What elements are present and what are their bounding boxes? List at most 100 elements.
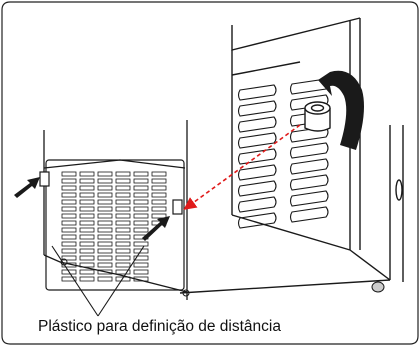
- vent-slot: [289, 142, 329, 159]
- vent-slot: [115, 199, 131, 205]
- vent-slot: [151, 199, 167, 205]
- caption: Plástico para definição de distância: [38, 318, 281, 335]
- vent-slot: [97, 171, 113, 177]
- vent-slot: [79, 248, 95, 254]
- vent-slot: [97, 276, 113, 282]
- vent-slot: [79, 213, 95, 219]
- vent-slot: [79, 276, 95, 282]
- vent-slot: [61, 213, 77, 219]
- vent-slot: [97, 178, 113, 184]
- curved-rotate-arrow-icon: [318, 70, 364, 150]
- vent-slot: [151, 192, 167, 198]
- vent-slot: [115, 185, 131, 191]
- vent-slot: [115, 206, 131, 212]
- vent-slot: [151, 213, 167, 219]
- vent-slot: [133, 255, 149, 261]
- vent-slot: [79, 241, 95, 247]
- dashed-guide-line: [183, 124, 301, 210]
- right-vent-grille: [237, 78, 329, 229]
- vent-slot: [61, 276, 77, 282]
- pointer-arrow-icon: [142, 216, 170, 241]
- vent-slot: [79, 185, 95, 191]
- vent-slot: [237, 164, 277, 181]
- vent-slot: [79, 234, 95, 240]
- vent-slot: [115, 255, 131, 261]
- vent-slot: [133, 248, 149, 254]
- vent-slot: [151, 178, 167, 184]
- vent-slot: [133, 178, 149, 184]
- right-foot: [371, 281, 385, 293]
- vent-slot: [289, 206, 329, 223]
- vent-slot: [115, 248, 131, 254]
- vent-slot: [61, 227, 77, 233]
- vent-slot: [97, 206, 113, 212]
- vent-slot: [115, 262, 131, 268]
- vent-slot: [79, 262, 95, 268]
- pointer-arrow-icon: [14, 177, 40, 198]
- vent-slot: [237, 148, 277, 165]
- vent-slot: [97, 248, 113, 254]
- vent-slot: [237, 116, 277, 133]
- vent-slot: [115, 178, 131, 184]
- vent-slot: [79, 206, 95, 212]
- vent-slot: [133, 199, 149, 205]
- callout-lines: [51, 245, 145, 317]
- vent-slot: [79, 255, 95, 261]
- vent-slot: [133, 227, 149, 233]
- vent-slot: [97, 199, 113, 205]
- vent-slot: [133, 192, 149, 198]
- vent-slot: [61, 185, 77, 191]
- vent-slot: [79, 178, 95, 184]
- spacer-plastic-right: [172, 199, 183, 215]
- vent-slot: [61, 171, 77, 177]
- vent-slot: [97, 241, 113, 247]
- vent-slot: [115, 269, 131, 275]
- vent-slot: [79, 220, 95, 226]
- vent-slot: [97, 185, 113, 191]
- vent-slot: [97, 220, 113, 226]
- vent-slot: [133, 269, 149, 275]
- vent-slot: [133, 276, 149, 282]
- right-unit: [179, 17, 404, 294]
- vent-slot: [151, 206, 167, 212]
- vent-slot: [115, 213, 131, 219]
- vent-slot: [79, 199, 95, 205]
- vent-slot: [237, 212, 277, 229]
- vent-slot: [151, 171, 167, 177]
- vent-slot: [289, 190, 329, 207]
- vent-slot: [133, 262, 149, 268]
- vent-slot: [97, 262, 113, 268]
- vent-slot: [115, 234, 131, 240]
- vent-slot: [61, 192, 77, 198]
- vent-slot: [133, 171, 149, 177]
- frame-border: [1, 1, 419, 345]
- vent-slot: [237, 100, 277, 117]
- spacer-plastic-detail: [304, 101, 331, 132]
- vent-slot: [289, 158, 329, 175]
- vent-slot: [61, 178, 77, 184]
- left-vent-grille: [61, 171, 167, 282]
- vent-slot: [133, 220, 149, 226]
- vent-slot: [97, 227, 113, 233]
- vent-slot: [97, 234, 113, 240]
- vent-slot: [97, 255, 113, 261]
- vent-slot: [79, 192, 95, 198]
- vent-slot: [61, 241, 77, 247]
- vent-slot: [237, 180, 277, 197]
- vent-slot: [115, 192, 131, 198]
- vent-slot: [61, 269, 77, 275]
- vent-slot: [79, 227, 95, 233]
- vent-slot: [61, 262, 77, 268]
- vent-slot: [61, 220, 77, 226]
- vent-slot: [115, 220, 131, 226]
- vent-slot: [133, 213, 149, 219]
- vent-slot: [97, 213, 113, 219]
- vent-slot: [133, 206, 149, 212]
- vent-slot: [151, 185, 167, 191]
- vent-slot: [115, 241, 131, 247]
- vent-slot: [115, 227, 131, 233]
- vent-slot: [61, 199, 77, 205]
- vent-slot: [97, 269, 113, 275]
